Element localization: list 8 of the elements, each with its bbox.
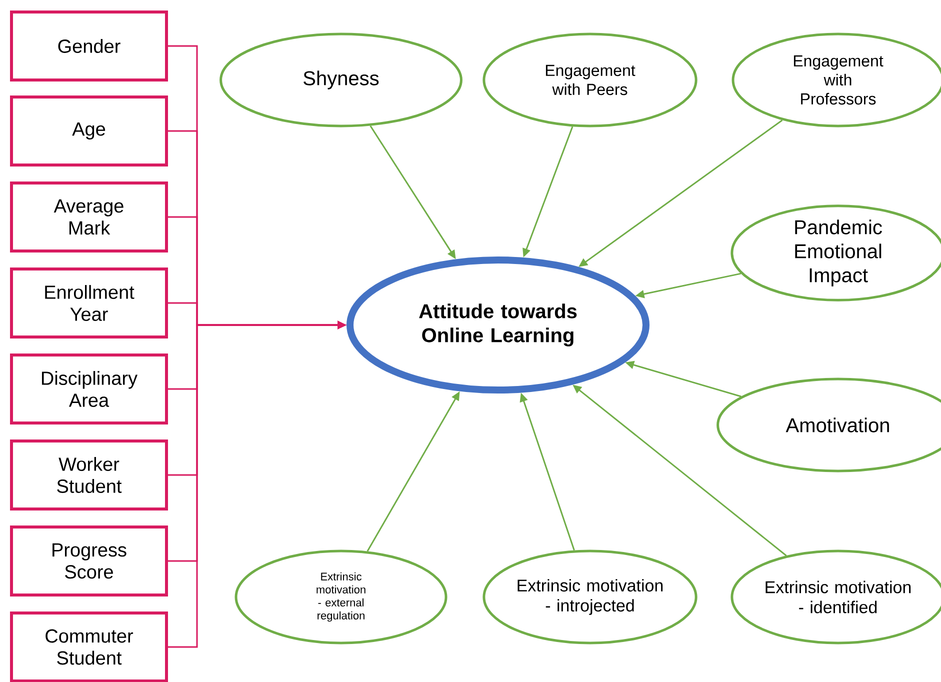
factor-box: Commuter Student	[10, 612, 168, 682]
factor-box: Disciplinary Area	[10, 354, 168, 424]
factor-box: Worker Student	[10, 440, 168, 510]
factor-box: Progress Score	[10, 526, 168, 596]
factor-box: Enrollment Year	[10, 268, 168, 338]
factor-box: Gender	[10, 10, 168, 82]
factor-box: Average Mark	[10, 182, 168, 252]
factor-box: Age	[10, 96, 168, 166]
